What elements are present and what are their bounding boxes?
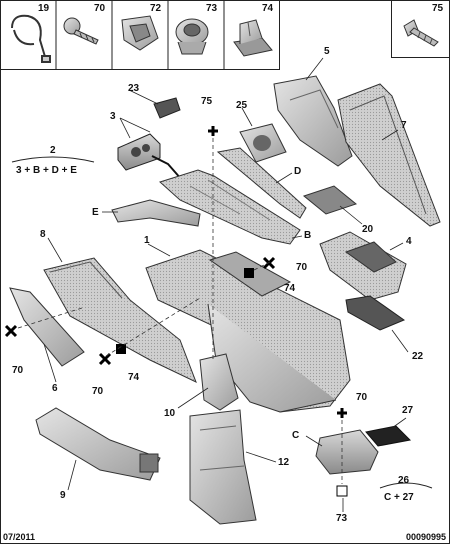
- label-C: C: [292, 430, 300, 441]
- marker-70-left: [4, 324, 18, 338]
- marker-70-mid: [98, 352, 112, 366]
- label-D: D: [294, 166, 302, 177]
- label-9: 9: [60, 490, 66, 501]
- part-20: [302, 185, 358, 215]
- part-12: [189, 409, 257, 525]
- header-part-72: 72: [150, 3, 162, 14]
- part-10: [199, 353, 239, 411]
- label-22: 22: [412, 351, 424, 362]
- part-C: [315, 429, 379, 475]
- part-E: [111, 199, 201, 227]
- label-27: 27: [402, 405, 414, 416]
- label-25: 25: [236, 100, 248, 111]
- label-20: 20: [362, 224, 374, 235]
- part-23: [153, 97, 181, 119]
- header-part-73: 73: [206, 3, 218, 14]
- header-box-right: [391, 0, 450, 58]
- label-B: B: [304, 230, 312, 241]
- marker-75: [208, 126, 218, 136]
- label-5: 5: [324, 46, 330, 57]
- footer-reference: 00090995: [405, 532, 446, 542]
- label-2: 2: [50, 145, 56, 156]
- label-3: 3: [110, 111, 116, 122]
- pad-icon: [233, 19, 273, 57]
- header-part-74: 74: [262, 3, 274, 14]
- part-6: [9, 287, 85, 367]
- marker-74-mid: [116, 344, 126, 354]
- part-4: [319, 231, 407, 301]
- part-8: [43, 257, 197, 383]
- label-10: 10: [164, 408, 176, 419]
- label-26: 26: [398, 475, 410, 486]
- footer-date: 07/2011: [3, 532, 36, 542]
- header-part-70: 70: [94, 3, 106, 14]
- part-7: [337, 83, 441, 227]
- marker-73: [336, 485, 348, 497]
- marker-74-top: [244, 268, 254, 278]
- label-1: 1: [144, 235, 150, 246]
- label-70-mid: 70: [92, 386, 104, 397]
- part-D: [216, 147, 307, 219]
- marker-70-top: [262, 256, 276, 270]
- bolt-icon: [403, 19, 439, 47]
- marker-70-right: [337, 408, 347, 418]
- label-70-left: 70: [12, 365, 24, 376]
- label-75: 75: [201, 96, 213, 107]
- grommet-icon: [175, 18, 209, 55]
- label-8: 8: [40, 229, 46, 240]
- header-part-19: 19: [38, 3, 50, 14]
- label-70-top: 70: [296, 262, 308, 273]
- screw-icon: [63, 17, 99, 45]
- label-2-formula: 3 + B + D + E: [16, 165, 77, 176]
- label-23: 23: [128, 83, 140, 94]
- label-26-formula: C + 27: [384, 492, 414, 503]
- label-4: 4: [406, 236, 412, 247]
- label-73: 73: [336, 513, 348, 524]
- clip-icon: [121, 15, 159, 51]
- label-70-right: 70: [356, 392, 368, 403]
- part-22: [345, 295, 406, 331]
- label-7: 7: [401, 120, 407, 131]
- label-12: 12: [278, 457, 290, 468]
- label-74-mid: 74: [128, 372, 140, 383]
- header-part-75: 75: [432, 3, 444, 14]
- part-27: [365, 425, 412, 447]
- label-74-top: 74: [284, 283, 296, 294]
- label-E: E: [92, 207, 99, 218]
- cable-tie-icon: [11, 14, 51, 63]
- label-6: 6: [52, 383, 58, 394]
